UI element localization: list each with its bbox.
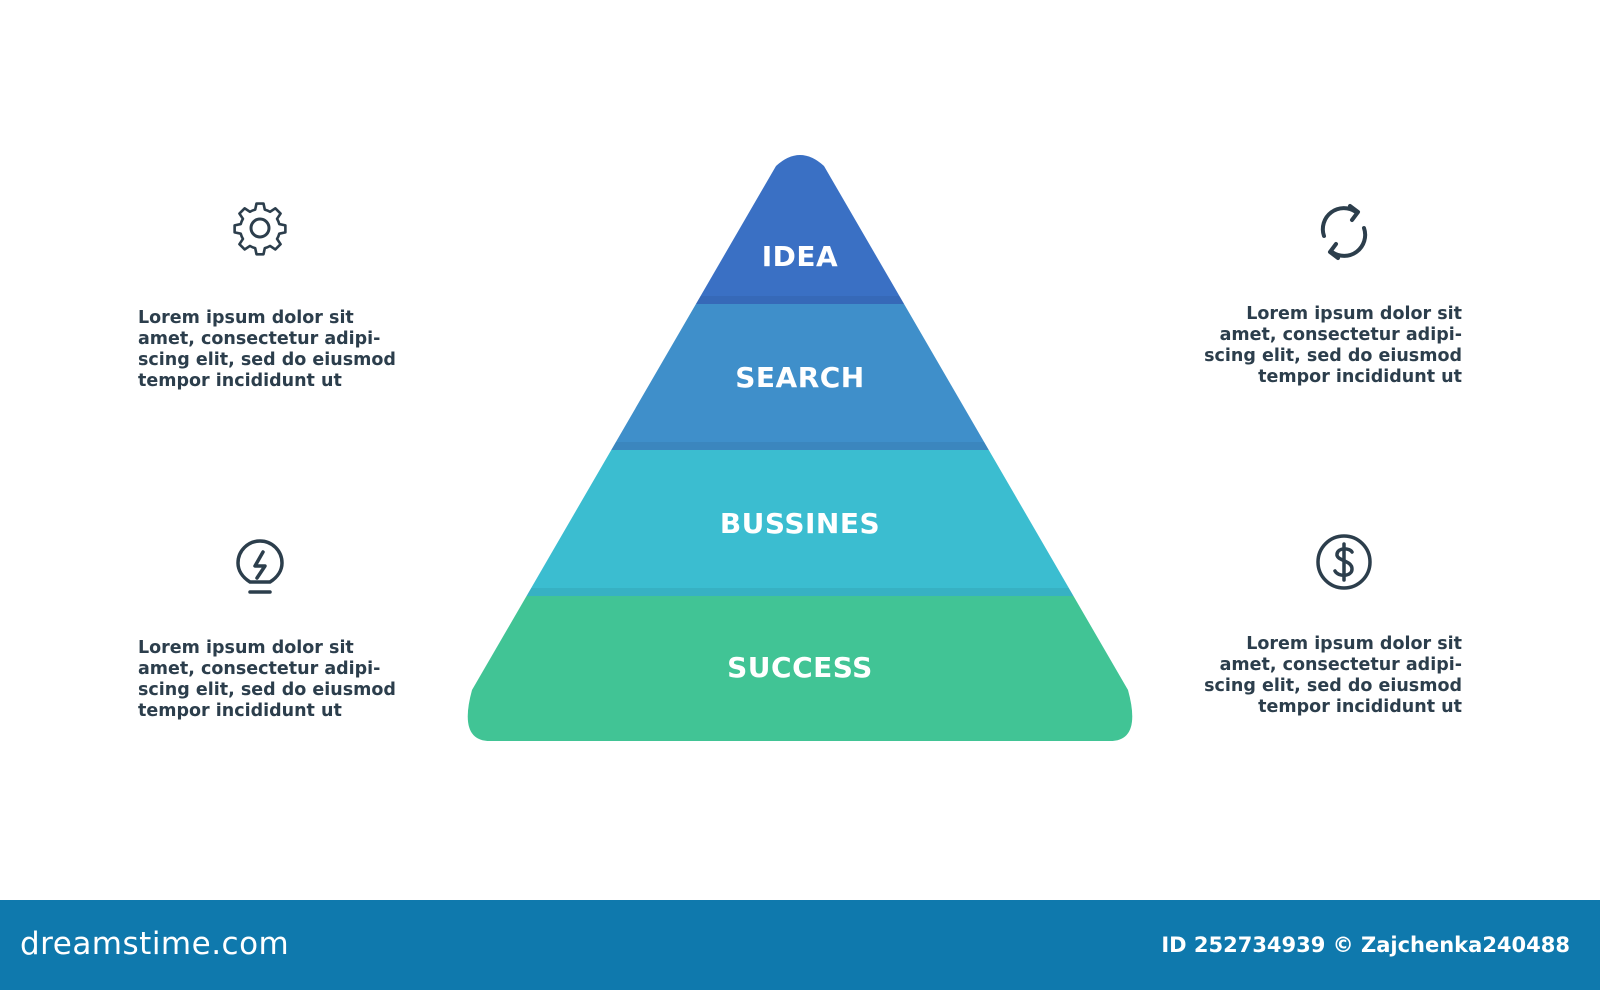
- description-top-left: Lorem ipsum dolor sit amet, consectetur …: [138, 308, 396, 391]
- pyramid-label-bussines: BUSSINES: [720, 507, 880, 540]
- description-bottom-right: Lorem ipsum dolor sit amet, consectetur …: [1204, 634, 1462, 717]
- pyramid-level-idea: [467, 155, 1133, 304]
- footer-credit: ID 252734939 © Zajchenka240488: [1161, 933, 1570, 957]
- pyramid-label-success: SUCCESS: [727, 651, 873, 684]
- pyramid-label-search: SEARCH: [735, 361, 865, 394]
- gear-icon: [228, 196, 292, 260]
- pyramid-label-idea: IDEA: [762, 240, 838, 273]
- refresh-icon: [1312, 200, 1376, 264]
- description-bottom-left: Lorem ipsum dolor sit amet, consectetur …: [138, 638, 396, 721]
- footer-bar: dreamstime.com ID 252734939 © Zajchenka2…: [0, 900, 1600, 990]
- pyramid-level-success: [467, 596, 1133, 741]
- description-top-right: Lorem ipsum dolor sit amet, consectetur …: [1204, 304, 1462, 387]
- footer-brand: dreamstime.com: [20, 926, 290, 962]
- dollar-icon: [1312, 530, 1376, 594]
- lightbulb-icon: [228, 538, 292, 602]
- pyramid-diagram: IDEA SEARCH BUSSINES SUCCESS: [467, 155, 1133, 741]
